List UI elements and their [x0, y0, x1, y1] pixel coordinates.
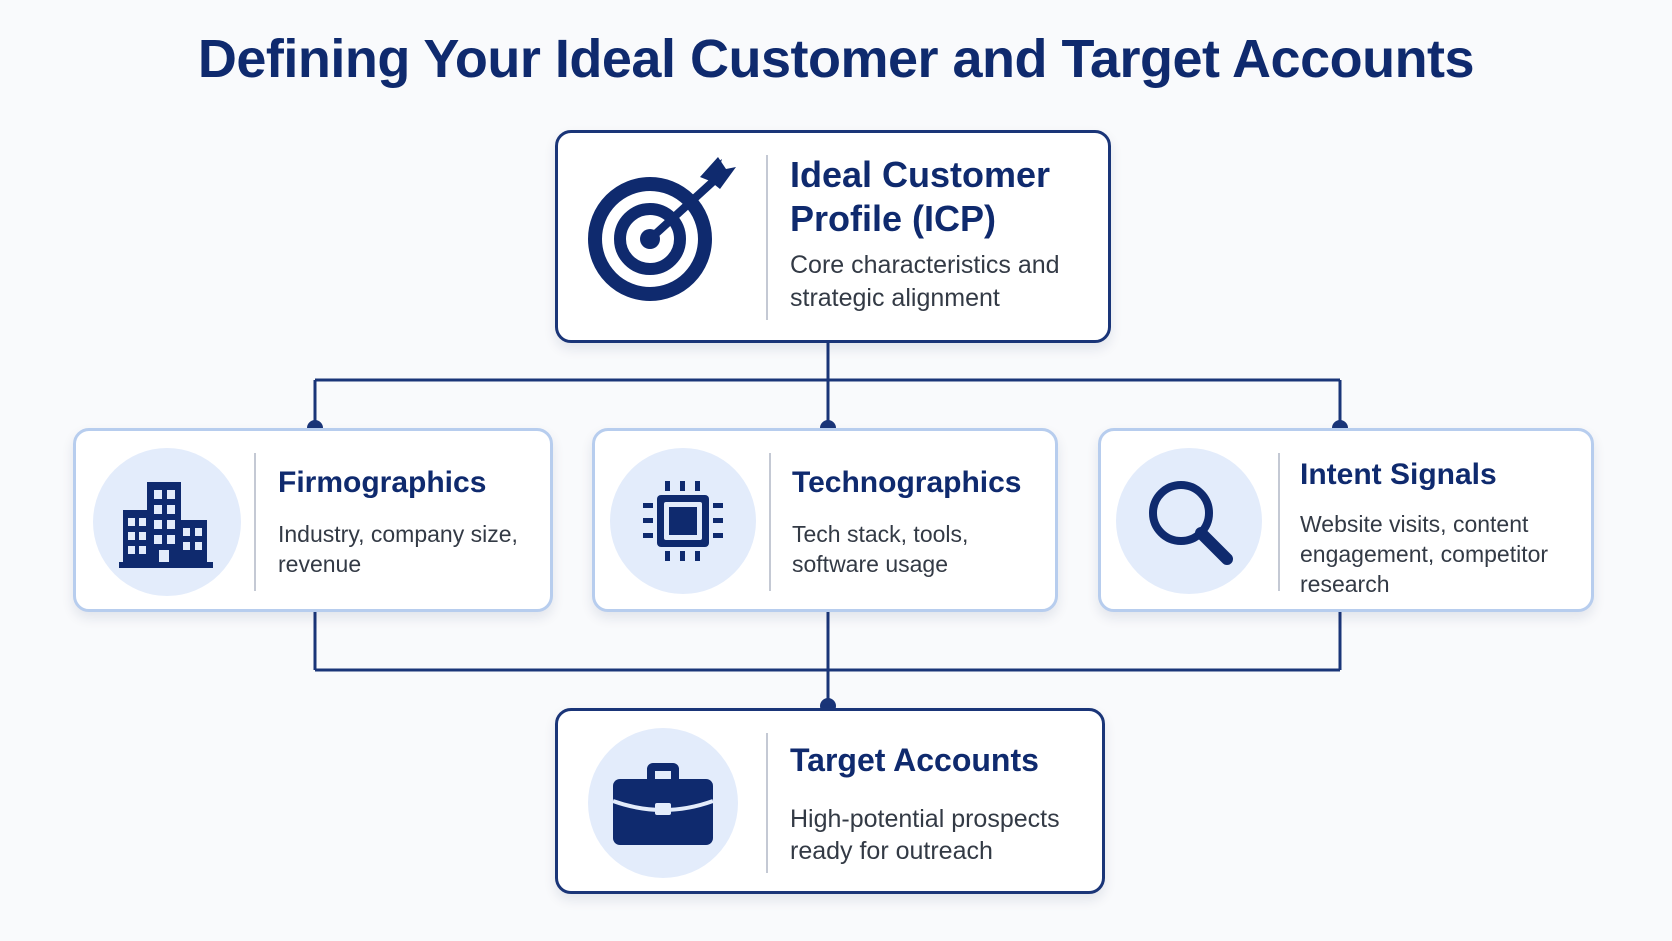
intent-signals-card: Intent Signals Website visits, content e… — [1098, 428, 1594, 612]
target-accounts-description: High-potential prospects ready for outre… — [790, 805, 1060, 865]
firmographics-title: Firmographics — [278, 466, 487, 499]
technographics-title: Technographics — [792, 466, 1022, 499]
technographics-description: Tech stack, tools, software usage — [792, 521, 969, 577]
icp-title: Ideal Customer Profile (ICP) — [790, 154, 1051, 239]
chip-icon — [610, 448, 756, 594]
magnifier-icon — [1116, 448, 1262, 594]
intent-signals-title: Intent Signals — [1300, 458, 1497, 491]
firmographics-card: Firmographics Industry, company size, re… — [73, 428, 553, 612]
building-icon — [93, 448, 241, 596]
technographics-card: Technographics Tech stack, tools, softwa… — [592, 428, 1058, 612]
target-accounts-card: Target Accounts High-potential prospects… — [555, 708, 1105, 894]
firmographics-description: Industry, company size, revenue — [278, 521, 518, 577]
briefcase-icon — [588, 728, 738, 878]
target-accounts-title: Target Accounts — [790, 742, 1039, 778]
icp-card: Ideal Customer Profile (ICP) Core charac… — [555, 130, 1111, 343]
page-title: Defining Your Ideal Customer and Target … — [197, 29, 1475, 89]
icp-description: Core characteristics and strategic align… — [790, 251, 1060, 312]
target-icon — [588, 155, 738, 305]
intent-signals-description: Website visits, content engagement, comp… — [1300, 511, 1549, 597]
